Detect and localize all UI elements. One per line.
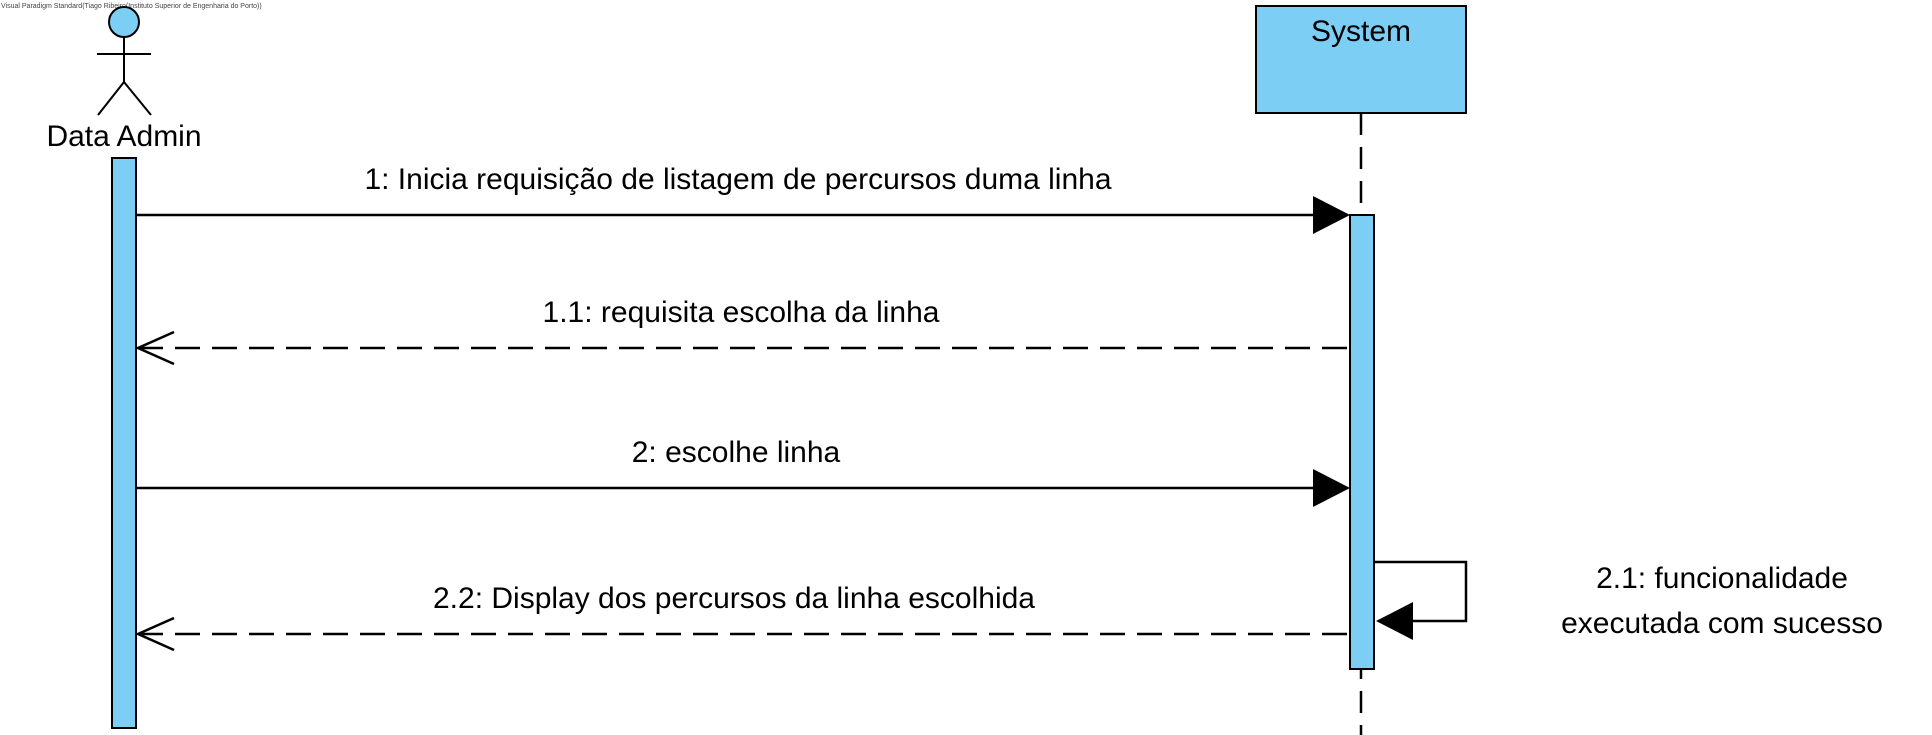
watermark-text: Visual Paradigm Standard(Tiago Ribeiro(I… <box>1 3 262 10</box>
system-activation-bar <box>1349 214 1375 670</box>
message-2-2-label: 2.2: Display dos percursos da linha esco… <box>433 582 1035 615</box>
message-2-label: 2: escolhe linha <box>632 436 841 469</box>
message-1-1-arrow[interactable] <box>134 330 1350 366</box>
message-2-1-label: 2.1: funcionalidade <box>1596 562 1848 595</box>
message-2-arrow[interactable] <box>136 469 1350 507</box>
message-2-1-self-arrow[interactable] <box>1374 560 1468 640</box>
system-lifeline-box[interactable] <box>1255 5 1467 114</box>
system-name: System <box>1311 15 1411 48</box>
stick-figure-actor-icon[interactable] <box>97 6 152 116</box>
message-2-2-arrow[interactable] <box>134 616 1350 652</box>
message-1-arrow[interactable] <box>136 196 1350 234</box>
message-1-1-label: 1.1: requisita escolha da linha <box>543 296 940 329</box>
actor-name: Data Admin <box>46 120 201 153</box>
message-1-label: 1: Inicia requisição de listagem de perc… <box>364 163 1111 196</box>
actor-activation-bar <box>111 157 137 729</box>
message-2-1-label-line2: executada com sucesso <box>1561 607 1883 640</box>
